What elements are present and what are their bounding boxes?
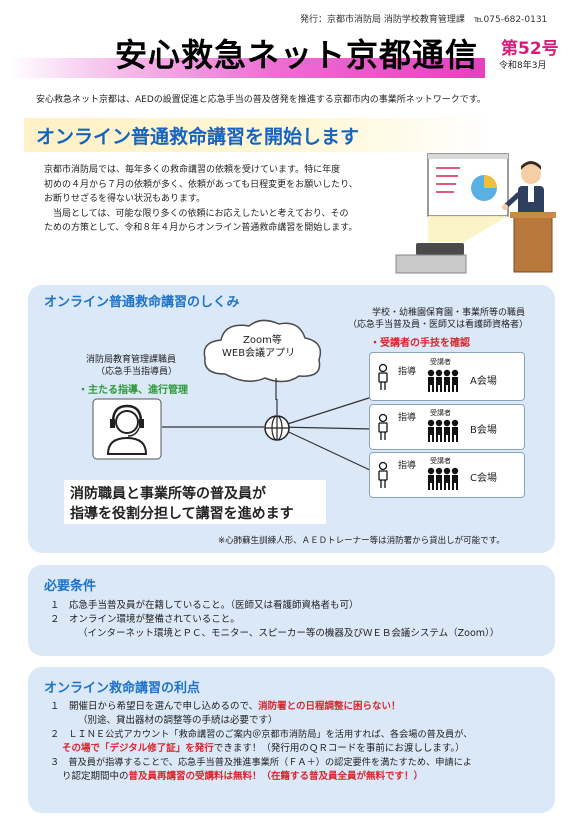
trainee-label: 受講者	[430, 409, 451, 417]
fire-staff-sub: （応急手当指導員）	[96, 367, 178, 377]
benefit-1-text: １ 開催日から希望日を選んで申し込めるので、	[50, 701, 259, 712]
cloud-label-2: WEB会議アプリ	[222, 348, 296, 359]
publisher-info: 発行：京都市消防局 消防学校教育管理課 ℡075-682-0131	[300, 15, 548, 25]
instructor-label: 指導	[398, 367, 417, 377]
benefit-1-highlight: 消防署との日程調整に困らない！	[258, 701, 401, 712]
benefit-3-text: り認定期間中の	[62, 771, 129, 782]
desk	[395, 254, 467, 274]
instructor-icon	[378, 413, 388, 441]
body-line: お断りせざるを得ない状況もあります。	[44, 194, 206, 204]
body-line: ための方策として、令和８年４月からオンライン普通救命講習を開始します。	[44, 223, 358, 233]
newsletter-title: 安心救急ネット京都通信	[115, 36, 479, 74]
venue-role: ・受講者の手技を確認	[370, 334, 470, 349]
cloud-icon	[203, 319, 322, 383]
presenter-icon	[521, 164, 541, 184]
issue-date: 令和8年3月	[499, 61, 547, 71]
benefit-1-note: （別途、貸出器材の調整等の手続は必要です）	[78, 715, 278, 726]
venue-box-a	[369, 352, 525, 401]
trainee-icons	[426, 418, 460, 443]
trainee-label: 受講者	[430, 358, 451, 366]
venue-staff-label: 学校・幼稚園保育園・事業所等の職員	[372, 308, 526, 318]
venue-role-text: ・受講者の手技を確認	[370, 338, 470, 349]
venue-b-label: B会場	[470, 425, 497, 436]
fire-staff-label: 消防局教育管理課職員	[86, 355, 177, 365]
requirements-title: 必要条件	[44, 579, 97, 594]
benefits-title: オンライン救命講習の利点	[44, 681, 201, 696]
venue-c-label: C会場	[470, 473, 497, 484]
benefit-3-cont: り認定期間中の普及員再講習の受講料は無料！（在籍する普及員全員が無料です！）	[62, 770, 423, 784]
benefit-2: ２ ＬＩＮＥ公式アカウント「救命講習のご案内＠京都市消防局」を活用すれば、各会場…	[50, 729, 473, 740]
connection-lines	[162, 396, 373, 472]
benefit-3-highlight: 普及員再講習の受講料は無料！（在籍する普及員全員が無料です！）	[128, 771, 424, 782]
body-line: 初めの４月から７月の依頼が多く、依頼があっても日程変更をお願いしたり、	[44, 179, 358, 190]
body-line: 当局としては、可能な限り多くの依頼にお応えしたいと考えており、その	[44, 208, 349, 219]
instructor-label: 指導	[398, 413, 417, 423]
requirement-2-detail: （インターネット環境とＰＣ、モニター、スピーカー等の機器及びＷＥＢ会議システム（…	[78, 628, 500, 639]
venue-staff-sub: （応急手当普及員・医師又は看護師資格者）	[348, 320, 529, 330]
mechanism-title: オンライン普通救命講習のしくみ	[44, 295, 240, 310]
summary-box	[64, 480, 326, 524]
summary-line-2: 指導を役割分担して講習を進めます	[70, 506, 294, 522]
issue-number: 第52号	[501, 39, 559, 59]
instructor-icon	[378, 461, 388, 489]
equipment-note: ※心肺蘇生訓練人形、ＡＥＤトレーナー等は消防署から貸出しが可能です。	[218, 536, 505, 546]
fire-staff-role: ・主たる指導、進行管理	[78, 385, 188, 396]
summary-line-1: 消防職員と事業所等の普及員が	[70, 486, 266, 502]
headline-band	[24, 118, 494, 152]
intro-text: 安心救急ネット京都は、AEDの設置促進と応急手当の普及啓発を推進する京都市内の事…	[36, 95, 486, 105]
benefit-1: １ 開催日から希望日を選んで申し込めるので、消防署との日程調整に困らない！	[50, 700, 401, 714]
instructor-label: 指導	[398, 461, 417, 471]
requirement-1: １ 応急手当普及員が在籍していること。（医師又は看護師資格者も可）	[50, 600, 359, 611]
trainee-label: 受講者	[430, 457, 451, 465]
presenter-illustration	[395, 153, 556, 274]
trainee-icons	[426, 466, 460, 491]
instructor-icon	[378, 363, 388, 391]
podium	[513, 215, 553, 273]
headline: オンライン普通救命講習を開始します	[36, 126, 360, 148]
benefits-panel	[28, 667, 555, 813]
headset-operator-icon	[92, 398, 162, 460]
cloud-label-1: Zoom等	[243, 335, 282, 346]
requirements-panel	[28, 565, 555, 656]
body-line: 京都市消防局では、毎年多くの救命講習の依頼を受けています。特に年度	[44, 165, 341, 175]
trainee-icons	[426, 368, 460, 393]
title-band	[10, 58, 485, 78]
body-text: 京都市消防局では、毎年多くの救命講習の依頼を受けています。特に年度 初めの４月か…	[44, 163, 384, 236]
globe-icon	[264, 415, 290, 441]
benefit-2-cont: その場で「デジタル修了証」を発行できます！（発行用のＱＲコードを事前にお渡ししま…	[62, 742, 465, 756]
venue-figures	[378, 363, 460, 491]
benefit-2-highlight: その場で「デジタル修了証」を発行	[62, 743, 214, 754]
benefit-3: ３ 普及員が指導することで、応急手当普及推進事業所（ＦＡ＋）の認定要件を満たすた…	[50, 757, 472, 768]
projector-icon	[416, 243, 464, 255]
requirement-2: ２ オンライン環境が整備されていること。	[50, 614, 240, 625]
benefit-2-text: できます！（発行用のＱＲコードを事前にお渡しします。）	[213, 743, 465, 754]
cloud-connector	[275, 378, 277, 400]
venue-a-label: A会場	[470, 376, 497, 387]
